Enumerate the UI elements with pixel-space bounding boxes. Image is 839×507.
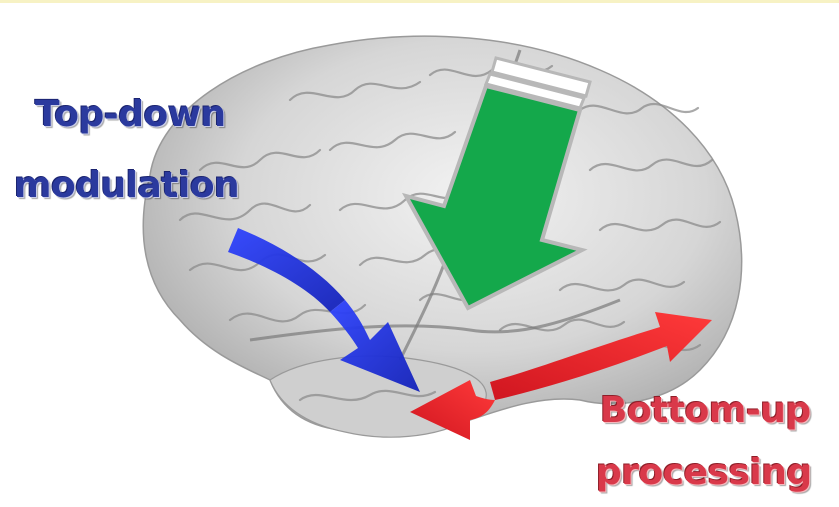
top-down-label-line2: modulation — [14, 168, 239, 204]
top-down-label-line1: Top-down — [35, 97, 226, 133]
bottom-up-label-line2: processing — [596, 455, 812, 491]
bottom-up-label-line1: Bottom-up — [600, 393, 811, 429]
